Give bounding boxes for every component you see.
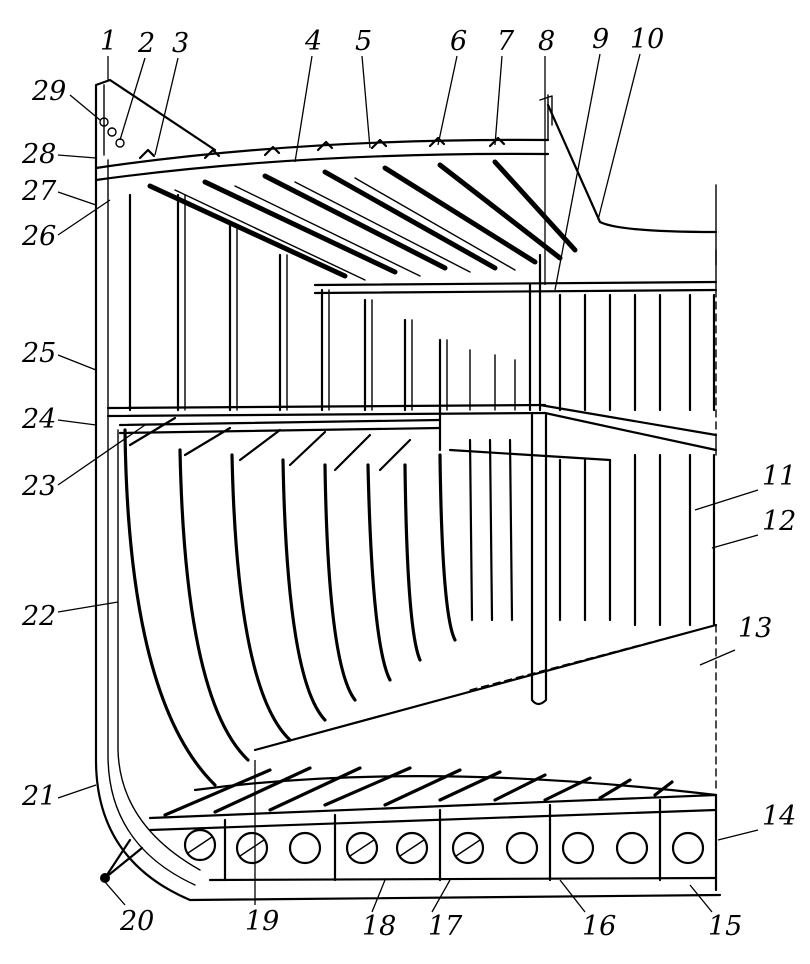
callout-number-11: 11 xyxy=(762,461,796,492)
upper-side-frames xyxy=(128,193,716,412)
upper-girder xyxy=(313,253,718,412)
callout-leader-3 xyxy=(154,57,179,156)
side-shell-plating xyxy=(94,153,722,902)
callout-leader-12 xyxy=(711,534,759,549)
callout-leader-4 xyxy=(294,55,313,163)
upper-deck xyxy=(94,94,718,234)
callout-leader-27 xyxy=(57,191,97,206)
callout-number-5: 5 xyxy=(355,26,372,57)
callout-number-10: 10 xyxy=(630,24,664,55)
callout-leader-25 xyxy=(57,354,97,371)
callout-number-16: 16 xyxy=(582,911,616,942)
callout-leader-13 xyxy=(699,649,736,666)
upper-deck-beams xyxy=(147,159,578,281)
callout-leader-14 xyxy=(717,829,759,841)
inner-bottom xyxy=(193,623,718,797)
callout-number-15: 15 xyxy=(708,911,742,942)
callout-number-13: 13 xyxy=(738,613,772,644)
callout-leader-9 xyxy=(554,53,601,291)
callout-number-29: 29 xyxy=(31,76,66,107)
callout-number-24: 24 xyxy=(21,404,56,435)
callout-number-8: 8 xyxy=(538,26,555,57)
callout-number-4: 4 xyxy=(304,26,322,57)
callout-number-21: 21 xyxy=(21,781,56,812)
callout-leader-17 xyxy=(431,879,451,913)
callout-number-22: 22 xyxy=(21,601,56,632)
callout-leader-29 xyxy=(69,94,101,121)
deck-brackets xyxy=(138,136,506,160)
bulwark xyxy=(94,78,217,157)
callout-leader-26 xyxy=(57,199,111,236)
callout-leader-18 xyxy=(371,879,386,913)
callout-number-27: 27 xyxy=(21,176,57,207)
callout-leader-10 xyxy=(597,53,641,221)
ship-hull-structure xyxy=(94,78,722,902)
floor-stiffeners xyxy=(163,766,674,817)
callout-number-7: 7 xyxy=(497,26,515,57)
callout-leader-23 xyxy=(57,424,146,486)
callout-number-19: 19 xyxy=(245,906,279,937)
callout-leader-16 xyxy=(559,879,586,913)
callout-number-17: 17 xyxy=(428,911,463,942)
callout-leader-24 xyxy=(57,419,97,426)
callout-leader-20 xyxy=(104,881,126,906)
double-bottom xyxy=(148,793,718,892)
tween-deck-beams xyxy=(118,416,442,472)
callout-leader-11 xyxy=(694,489,759,511)
callout-number-6: 6 xyxy=(450,26,467,57)
callout-number-1: 1 xyxy=(100,26,117,57)
hold-side-frames xyxy=(123,428,716,787)
callout-number-26: 26 xyxy=(21,221,56,252)
callout-leader-5 xyxy=(361,55,371,149)
callout-number-23: 23 xyxy=(21,471,56,502)
callout-leader-22 xyxy=(57,601,119,613)
callout-number-9: 9 xyxy=(592,24,609,55)
callout-number-3: 3 xyxy=(172,28,189,59)
hold-pillar xyxy=(530,413,548,706)
callout-leader-21 xyxy=(57,784,97,799)
callout-number-28: 28 xyxy=(21,139,56,170)
callout-number-14: 14 xyxy=(762,801,796,832)
callout-number-12: 12 xyxy=(762,506,796,537)
callout-leader-2 xyxy=(119,57,146,141)
callout-leader-28 xyxy=(57,154,97,159)
callout-number-2: 2 xyxy=(137,28,155,59)
callout-number-20: 20 xyxy=(119,906,154,937)
bilge-keel xyxy=(100,838,144,883)
callout-number-25: 25 xyxy=(21,338,56,369)
callout-leader-7 xyxy=(494,55,503,146)
callout-number-18: 18 xyxy=(362,911,396,942)
callout-leader-15 xyxy=(689,884,713,913)
callout-leader-6 xyxy=(437,55,458,146)
